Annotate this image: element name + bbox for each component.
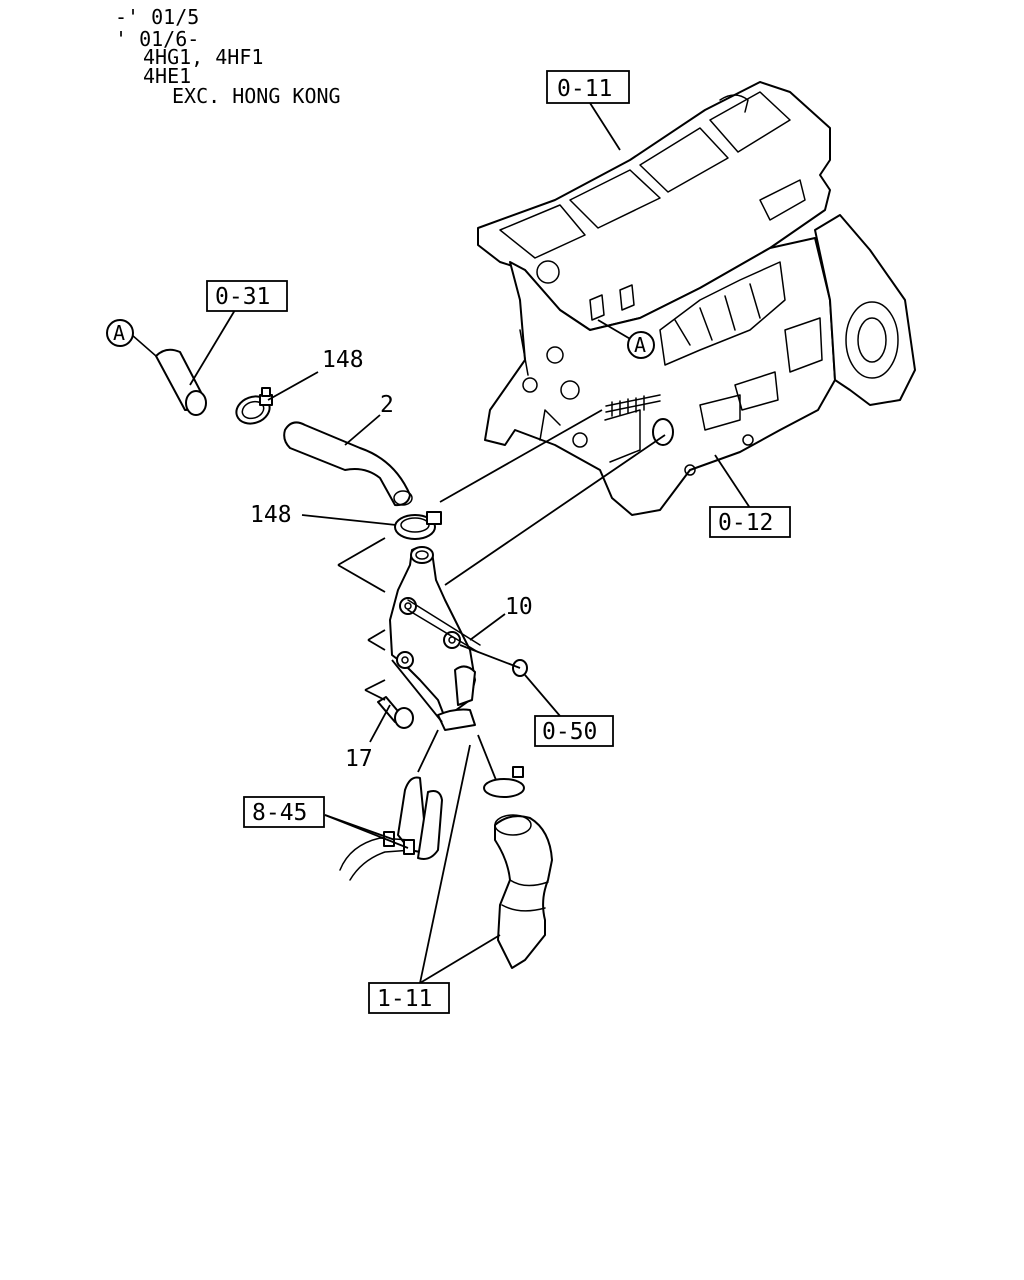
- ref-8-45-label: 8-45: [252, 800, 307, 826]
- connector-pipe-drawing: [131, 334, 207, 416]
- ref-8-45[interactable]: 8-45: [243, 796, 409, 849]
- ref-1-11[interactable]: 1-11: [368, 744, 501, 1014]
- header-line-2: ' 01/6-: [115, 27, 199, 51]
- marker-a-block-label: A: [634, 333, 646, 357]
- callout-17[interactable]: 17: [345, 704, 391, 772]
- part-2-label: 2: [380, 392, 394, 418]
- header-line-3: 4HG1, 4HF1: [143, 45, 263, 69]
- ref-0-12-label: 0-12: [718, 510, 773, 536]
- hose-clamp-upper-drawing: [235, 387, 273, 425]
- callout-10[interactable]: 10: [469, 594, 533, 641]
- bypass-hose-drawing: [339, 776, 443, 881]
- part-10-label: 10: [505, 594, 533, 620]
- ref-0-31-label: 0-31: [215, 284, 270, 310]
- marker-a-left-label: A: [113, 321, 125, 345]
- ref-0-50[interactable]: 0-50: [524, 674, 614, 747]
- header-line-5: EXC. HONG KONG: [172, 84, 341, 108]
- marker-a-block[interactable]: A: [627, 331, 655, 359]
- part-148-upper-label: 148: [322, 347, 364, 373]
- ref-1-11-label: 1-11: [377, 986, 432, 1012]
- header-notes: -' 01/5 ' 01/6- 4HG1, 4HF1 4HE1 EXC. HON…: [115, 5, 341, 108]
- callout-148-upper[interactable]: 148: [267, 347, 364, 401]
- marker-a-left[interactable]: A: [106, 319, 134, 347]
- part-148-lower-label: 148: [250, 502, 292, 528]
- header-line-1: -' 01/5: [115, 5, 199, 29]
- bolt-drawing: [377, 696, 414, 729]
- callout-148-lower[interactable]: 148: [250, 502, 397, 528]
- ref-0-11[interactable]: 0-11: [546, 70, 630, 151]
- ref-0-50-label: 0-50: [542, 719, 597, 745]
- ref-0-12[interactable]: 0-12: [709, 454, 791, 538]
- assembly-lines: [337, 319, 666, 781]
- callout-2[interactable]: 2: [344, 392, 394, 446]
- part-17-label: 17: [345, 746, 373, 772]
- radiator-hose-drawing: [483, 766, 553, 969]
- water-hose-drawing: [283, 421, 413, 507]
- ref-0-31[interactable]: 0-31: [189, 280, 288, 386]
- engine-block-drawing: [477, 81, 916, 516]
- thermostat-housing-drawing: [389, 546, 481, 731]
- header-line-4: 4HE1: [143, 64, 191, 88]
- hose-clamp-lower-drawing: [394, 511, 442, 540]
- ref-0-11-label: 0-11: [557, 76, 612, 102]
